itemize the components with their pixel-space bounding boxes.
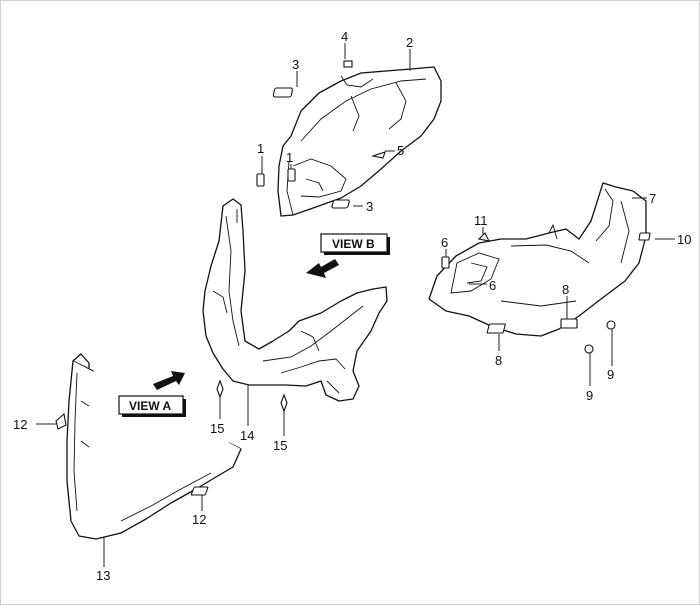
callout-2: 2 (406, 35, 413, 50)
clip-10 (638, 232, 651, 241)
part-2-inner-panel (277, 66, 442, 217)
clip-8-lower (486, 323, 506, 334)
callout-labels: 1 1 2 3 3 4 5 6 6 7 8 8 9 9 10 11 12 12 … (13, 29, 691, 583)
clip-12-lower (190, 486, 209, 496)
clip-1-left (256, 173, 265, 187)
fasteners (55, 60, 651, 496)
view-b-arrow-icon (306, 259, 339, 278)
callout-12b: 12 (192, 512, 206, 527)
clip-8-upper (560, 318, 578, 329)
callout-5: 5 (397, 143, 404, 158)
rivet-9-left (584, 344, 594, 354)
callout-6b: 6 (489, 278, 496, 293)
part-14-front-cover (202, 198, 388, 402)
callout-8a: 8 (562, 282, 569, 297)
callout-7: 7 (649, 191, 656, 206)
rivet-9-right (606, 320, 616, 330)
view-a-label: VIEW A (129, 399, 172, 413)
part-13-lower-cover (66, 353, 242, 540)
screw-11 (477, 232, 490, 242)
leader-lines (36, 43, 675, 567)
view-b-label: VIEW B (332, 237, 375, 251)
view-b-box (320, 233, 388, 253)
callout-15b: 15 (273, 438, 287, 453)
clip-6-left (441, 256, 450, 269)
callout-9a: 9 (607, 367, 614, 382)
callout-10: 10 (677, 232, 691, 247)
clip-3-lower (331, 199, 350, 209)
clip-12-left (55, 412, 67, 430)
view-a-arrow-icon (153, 371, 185, 390)
clip-1-right (287, 168, 296, 182)
callout-3a: 3 (292, 57, 299, 72)
callout-12a: 12 (13, 417, 27, 432)
callout-3b: 3 (366, 199, 373, 214)
clip-4 (343, 60, 353, 68)
callout-14: 14 (240, 428, 254, 443)
view-a-marker: VIEW A (118, 371, 186, 417)
callout-15a: 15 (210, 421, 224, 436)
callout-8b: 8 (495, 353, 502, 368)
part-7-right-panel (428, 182, 647, 337)
screw-5 (370, 151, 386, 159)
clip-3-upper (272, 87, 293, 98)
callout-13: 13 (96, 568, 110, 583)
view-a-box (118, 395, 184, 415)
callout-11: 11 (474, 213, 488, 228)
callout-1b: 1 (286, 150, 293, 165)
callout-4: 4 (341, 29, 348, 44)
screw-15-left (216, 379, 224, 399)
callout-6a: 6 (441, 235, 448, 250)
callout-9b: 9 (586, 388, 593, 403)
screw-15-right (280, 393, 288, 413)
callout-1a: 1 (257, 141, 264, 156)
view-b-marker: VIEW B (306, 233, 390, 278)
